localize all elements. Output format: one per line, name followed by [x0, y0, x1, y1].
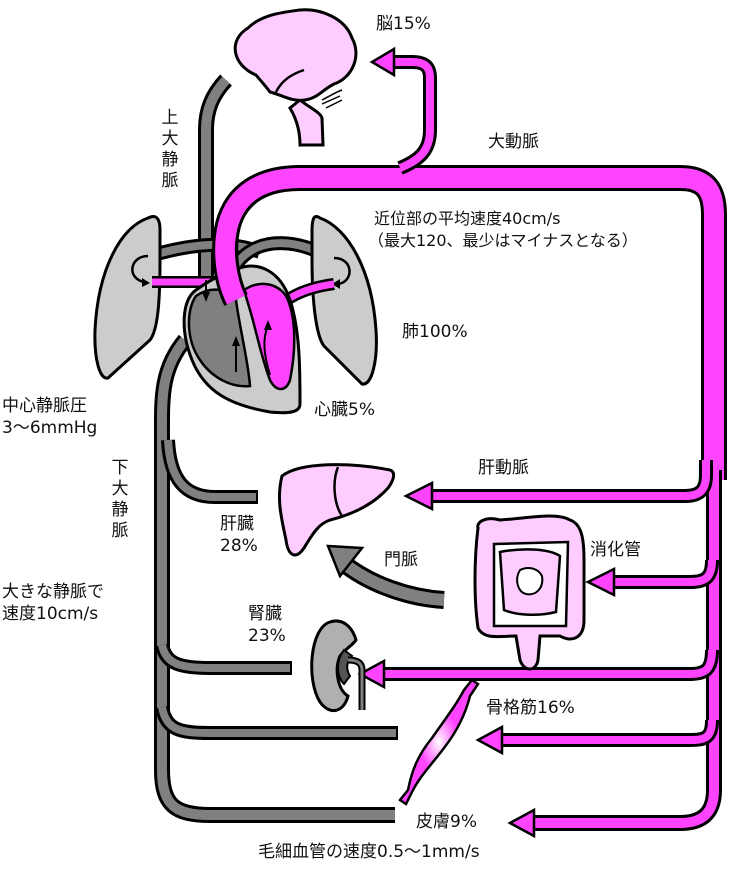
kidney-icon	[310, 619, 366, 712]
inferior-vena-cava-label: 下大静脈	[111, 458, 129, 541]
right-lung-curl-arrow	[333, 256, 351, 286]
digestive-arrowhead	[585, 566, 616, 598]
liver-icon	[277, 463, 396, 557]
digestive-tract-label: 消化管	[590, 540, 641, 560]
large-vein-speed-line1: 大きな静脈で	[2, 582, 104, 602]
muscle-arrowhead	[475, 724, 504, 756]
brain-arrowhead	[369, 46, 396, 78]
left-ventricle	[242, 282, 296, 391]
brain-icon	[233, 8, 358, 147]
aorta-speed-line2: （最大120、最少はマイナスとなる）	[368, 231, 638, 250]
hepatic-artery-label: 肝動脈	[478, 458, 529, 478]
heart-icon	[182, 264, 302, 415]
left-lung-curl-arrow	[131, 254, 149, 284]
cvp-line2: 3〜6mmHg	[2, 418, 98, 438]
skin-arrowhead	[507, 807, 536, 839]
intestine-icon	[473, 514, 586, 671]
liver-label-line2: 28%	[220, 536, 258, 556]
arterial-system	[212, 55, 727, 831]
lung-label: 肺100%	[402, 322, 468, 342]
superior-vena-cava-label: 上大静脈	[161, 108, 179, 191]
muscle-icon	[398, 678, 480, 806]
right-lung	[310, 215, 378, 386]
hepatic-artery	[430, 460, 713, 503]
brain-label: 脳15%	[376, 14, 431, 34]
skeletal-muscle-label: 骨格筋16%	[486, 698, 575, 718]
heart-label: 心臓5%	[314, 400, 375, 420]
aorta-speed-line1: 近位部の平均速度40cm/s	[374, 209, 561, 228]
kidney-label-line1: 腎臓	[248, 604, 282, 624]
cvp-line1: 中心静脈圧	[2, 396, 87, 416]
aorta-label: 大動脈	[488, 132, 539, 152]
large-vein-speed-line2: 速度10cm/s	[2, 604, 99, 624]
skin-label: 皮膚9%	[416, 812, 477, 832]
kidney-label-line2: 23%	[248, 626, 286, 646]
liver-label-line1: 肝臓	[220, 514, 254, 534]
portal-vein-label: 門脈	[384, 550, 418, 570]
portal-vein-arrow	[326, 544, 445, 609]
lung-icon	[93, 215, 378, 386]
capillary-speed-label: 毛細血管の速度0.5〜1mm/s	[258, 842, 480, 862]
left-lung	[93, 215, 162, 380]
kidney-arrowhead	[357, 658, 386, 690]
artery-arrowheads	[357, 46, 616, 839]
liver-arrowhead	[403, 480, 434, 512]
